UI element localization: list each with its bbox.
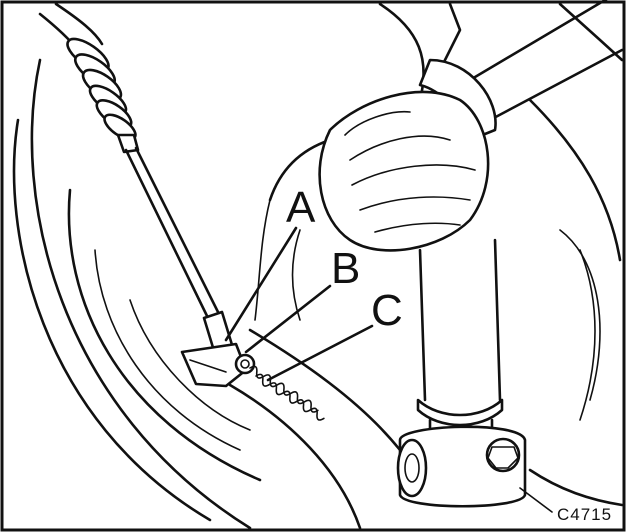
figure-code: C4715 [557, 505, 612, 524]
cv-boot [318, 90, 490, 252]
cable-bellows [38, 2, 140, 154]
leader-line-b [244, 284, 332, 354]
brake-cable [124, 146, 238, 366]
return-spring [249, 365, 325, 421]
leader-lines [224, 226, 374, 382]
lever-bracket [180, 342, 256, 388]
leader-line-c [266, 324, 374, 382]
callout-label-c: C [371, 286, 403, 335]
lower-mount-bushing [396, 425, 527, 508]
figure-code-leader [519, 487, 553, 513]
leader-line-a [224, 226, 298, 342]
wheel-outline [12, 58, 262, 530]
shock-absorber [416, 238, 504, 442]
callout-label-a: A [286, 183, 316, 232]
trailing-arm [228, 199, 402, 530]
callout-label-b: B [331, 244, 360, 293]
